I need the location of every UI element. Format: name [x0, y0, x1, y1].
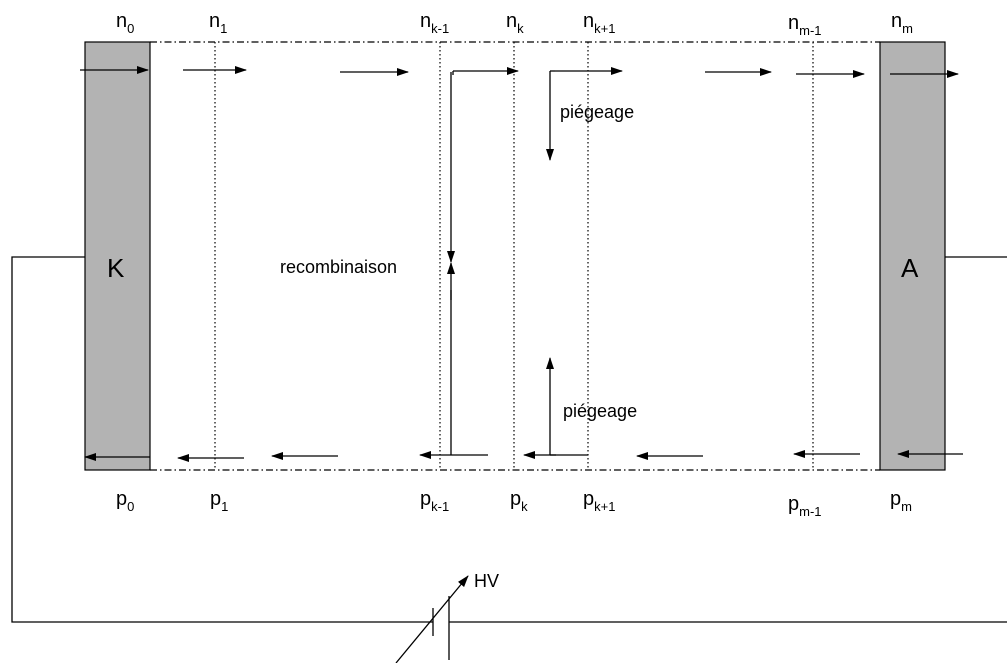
label-pm-1: pm-1	[788, 493, 822, 519]
label-p1: p1	[210, 488, 228, 514]
recombination-label: recombinaison	[280, 257, 397, 277]
label-nm-1: nm-1	[788, 12, 822, 38]
label-nk+1: nk+1	[583, 10, 615, 36]
cathode-label: K	[107, 253, 125, 283]
anode-label: A	[901, 253, 919, 283]
trapping-label-bottom: piégeage	[563, 401, 637, 421]
label-pk+1: pk+1	[583, 488, 615, 514]
label-p0: p0	[116, 488, 134, 514]
label-pk-1: pk-1	[420, 488, 449, 514]
label-n1: n1	[209, 10, 227, 36]
label-nm: nm	[891, 10, 913, 36]
trapping-label-top: piégeage	[560, 102, 634, 122]
cathode-wire	[11, 256, 433, 623]
label-nk-1: nk-1	[420, 10, 449, 36]
variable-voltage-arrow	[395, 575, 469, 663]
label-pm: pm	[890, 488, 912, 514]
anode-electrode	[879, 41, 946, 471]
label-n0: n0	[116, 10, 134, 36]
hv-label: HV	[474, 571, 499, 591]
cathode-electrode	[84, 41, 151, 471]
label-nk: nk	[506, 10, 524, 36]
label-pk: pk	[510, 488, 528, 514]
